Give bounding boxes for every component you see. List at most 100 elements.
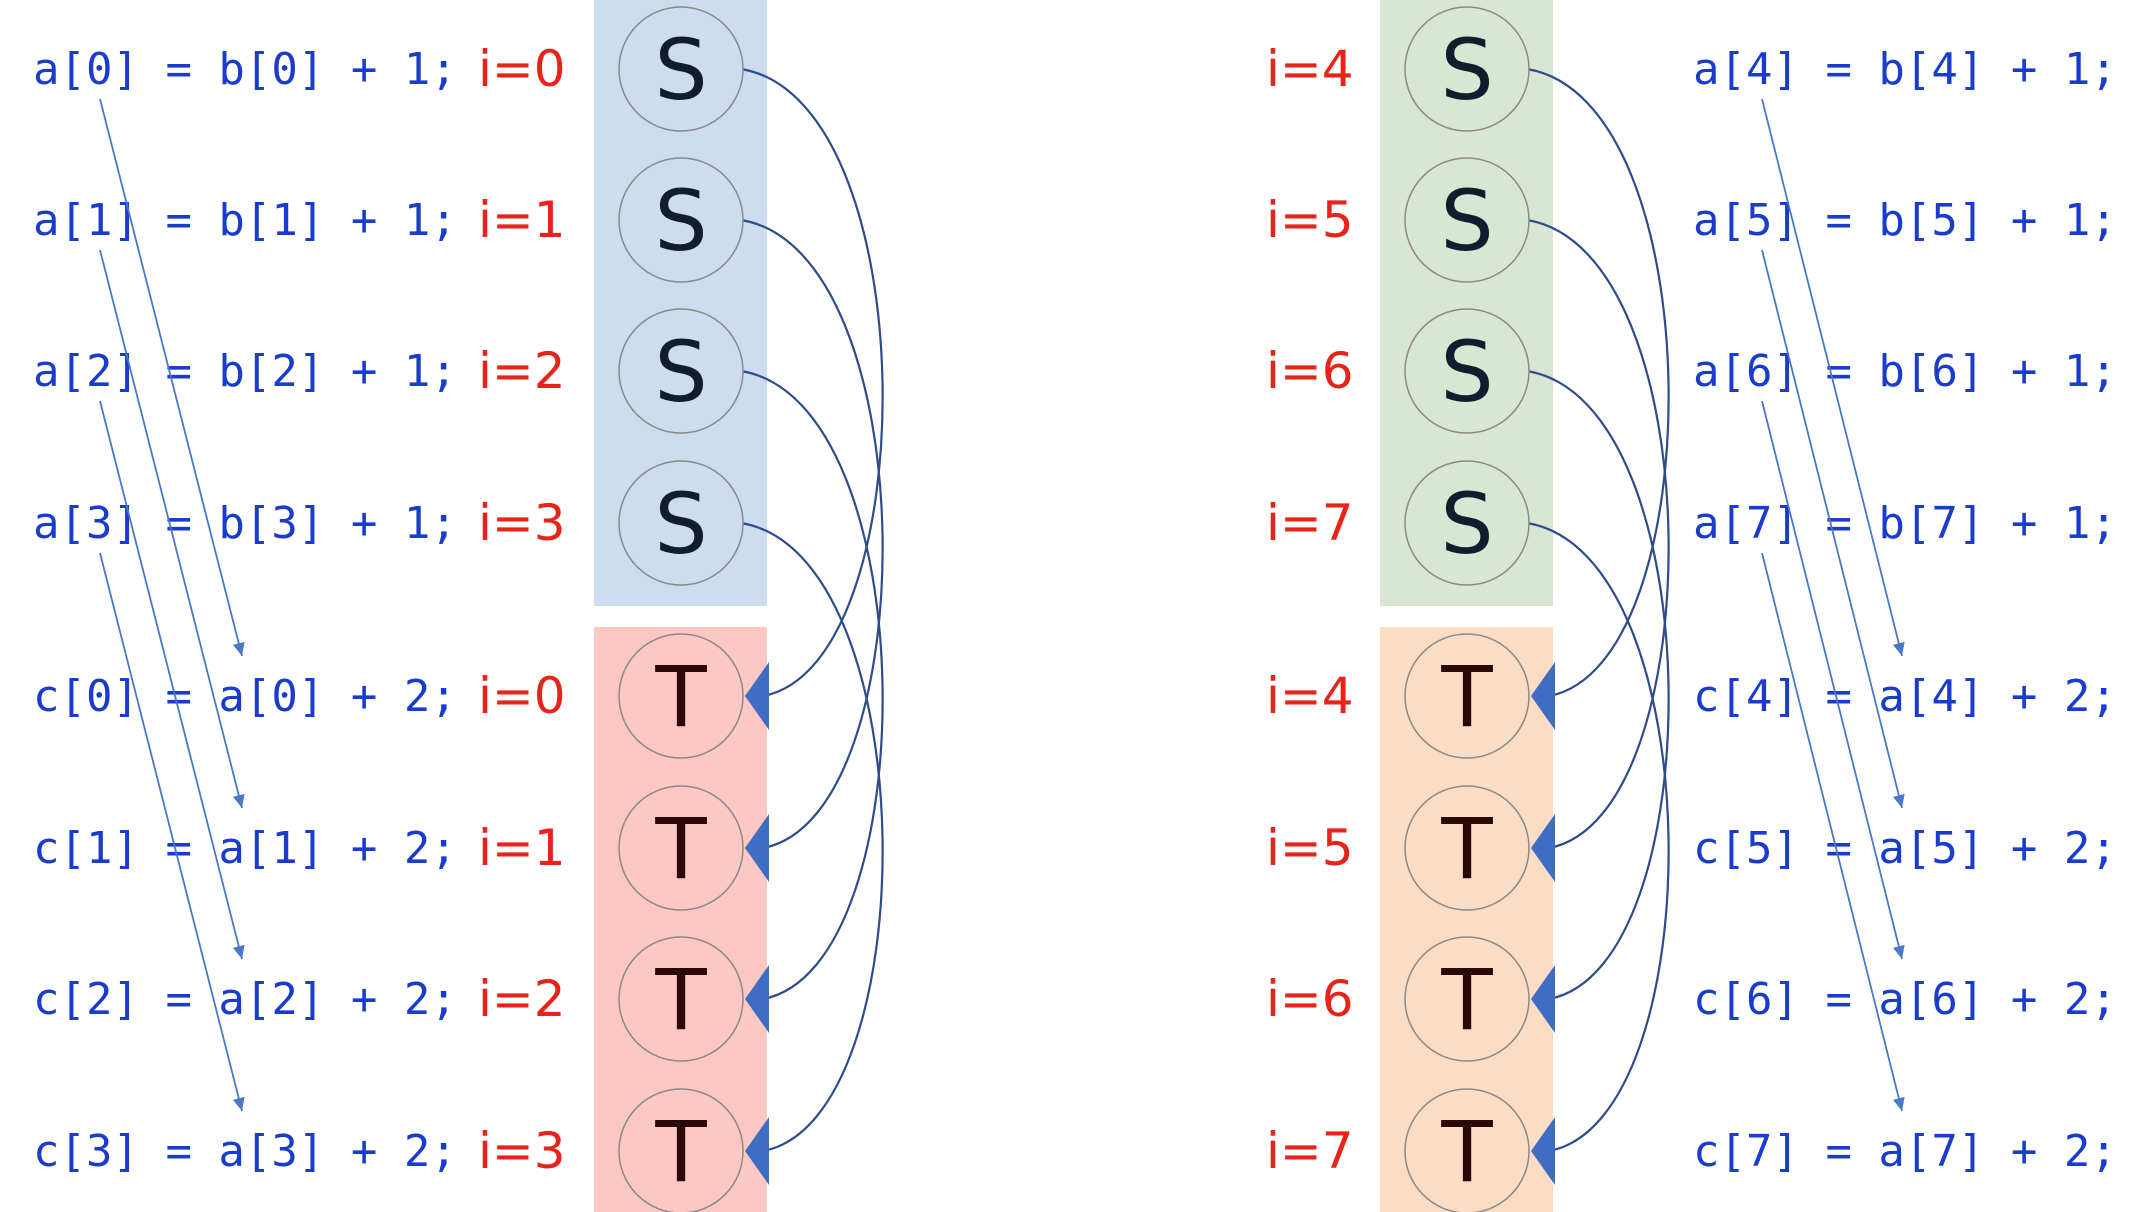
left-t-index-0: i=0 (478, 667, 566, 725)
right-arrowhead-t3 (1531, 1117, 1555, 1185)
left-s-code-3: a[3] = b[3] + 1; (33, 498, 457, 549)
right-code-dep-arrowhead-3 (1893, 1096, 1905, 1111)
right-t-code-1: c[5] = a[5] + 2; (1693, 823, 2117, 874)
right-code-dep-arrow-2 (1761, 400, 1903, 960)
left-edge-s3-t3 (740, 521, 884, 1153)
left-t-code-3: c[3] = a[3] + 2; (33, 1126, 457, 1177)
right-s-index-1: i=5 (1266, 191, 1354, 249)
left-t-node-0 (618, 633, 744, 759)
right-t-index-1: i=5 (1266, 819, 1354, 877)
left-t-code-0: c[0] = a[0] + 2; (33, 671, 457, 722)
left-arrowhead-t1 (745, 814, 769, 882)
left-s-node-0 (618, 6, 744, 132)
right-arrowhead-t1 (1531, 814, 1555, 882)
left-code-dep-arrowhead-1 (232, 793, 245, 808)
left-edge-s2-t2 (740, 369, 884, 1001)
left-s-node-label-2: S (654, 323, 707, 421)
right-t-index-3: i=7 (1266, 1122, 1354, 1180)
left-code-dep-arrow-3 (99, 552, 243, 1112)
left-t-index-1: i=1 (478, 819, 566, 877)
right-edge-s0-t0 (1526, 67, 1670, 698)
left-s-index-3: i=3 (478, 494, 566, 552)
right-code-dep-arrow-1 (1761, 249, 1903, 809)
left-t-code-2: c[2] = a[2] + 2; (33, 974, 457, 1025)
left-t-index-3: i=3 (478, 1122, 566, 1180)
left-arrowhead-t0 (745, 662, 769, 730)
left-edge-s1-t1 (740, 218, 884, 850)
band-layer (594, 0, 1553, 1212)
left-t-node-label-3: T (654, 1103, 707, 1201)
right-edge-s1-t1 (1526, 218, 1670, 850)
text-layer: i=0 a[0] = b[0] + 1; i=1 a[1] = b[1] + 1; i=… (33, 40, 2117, 1180)
right-s-code-2: a[6] = b[6] + 1; (1693, 346, 2117, 397)
right-t-node-label-3: T (1440, 1103, 1493, 1201)
left-s-code-1: a[1] = b[1] + 1; (33, 195, 457, 246)
right-code-dep-arrow-3 (1761, 552, 1903, 1112)
left-s-code-2: a[2] = b[2] + 1; (33, 346, 457, 397)
right-s-code-0: a[4] = b[4] + 1; (1693, 44, 2117, 95)
left-t-node-2 (618, 936, 744, 1062)
left-s-node-label-1: S (654, 172, 707, 270)
right-t-code-0: c[4] = a[4] + 2; (1693, 671, 2117, 722)
right-t-code-2: c[6] = a[6] + 2; (1693, 974, 2117, 1025)
left-s-code-0: a[0] = b[0] + 1; (33, 44, 457, 95)
left-s-index-1: i=1 (478, 191, 566, 249)
right-s-node-1 (1404, 157, 1530, 283)
left-code-dep-arrowhead-0 (232, 641, 245, 656)
edge-layer (740, 67, 1670, 1185)
right-s-node-3 (1404, 460, 1530, 586)
right-code-dep-arrow-0 (1761, 98, 1903, 657)
left-t-node-label-1: T (654, 800, 707, 898)
left-s-index-0: i=0 (478, 40, 566, 98)
right-s-index-0: i=4 (1266, 40, 1354, 98)
right-t-node-label-1: T (1440, 800, 1493, 898)
right-s-node-label-1: S (1440, 172, 1493, 270)
right-arrowhead-t0 (1531, 662, 1555, 730)
right-t-node-1 (1404, 785, 1530, 911)
right-s-code-1: a[5] = b[5] + 1; (1693, 195, 2117, 246)
left-s-node-1 (618, 157, 744, 283)
right-t-node-3 (1404, 1088, 1530, 1212)
dependency-arrow-layer (99, 98, 1905, 1112)
right-code-dep-arrowhead-0 (1893, 641, 1905, 656)
left-s-node-2 (618, 308, 744, 434)
left-code-dep-arrowhead-3 (232, 1096, 245, 1111)
right-t-node-0 (1404, 633, 1530, 759)
left-code-dep-arrow-2 (99, 400, 243, 960)
right-t-node-label-2: T (1440, 951, 1493, 1049)
left-t-node-1 (618, 785, 744, 911)
left-s-node-3 (618, 460, 744, 586)
left-edge-s0-t0 (740, 67, 884, 698)
right-s-node-2 (1404, 308, 1530, 434)
left-t-code-1: c[1] = a[1] + 2; (33, 823, 457, 874)
left-t-index-2: i=2 (478, 970, 566, 1028)
left-s-node-label-0: S (654, 21, 707, 119)
left-code-dep-arrow-1 (99, 249, 243, 809)
left-code-dep-arrowhead-2 (232, 944, 245, 959)
right-t-index-0: i=4 (1266, 667, 1354, 725)
left-arrowhead-t2 (745, 965, 769, 1033)
right-s-node-label-2: S (1440, 323, 1493, 421)
right-t-node-2 (1404, 936, 1530, 1062)
right-s-node-label-0: S (1440, 21, 1493, 119)
left-code-dep-arrow-0 (99, 98, 243, 657)
left-arrowhead-t3 (745, 1117, 769, 1185)
left-t-node-3 (618, 1088, 744, 1212)
right-t-node-label-0: T (1440, 648, 1493, 746)
left-t-node-label-2: T (654, 951, 707, 1049)
right-edge-s3-t3 (1526, 521, 1670, 1153)
right-edge-s2-t2 (1526, 369, 1670, 1001)
right-s-node-0 (1404, 6, 1530, 132)
left-t-node-label-0: T (654, 648, 707, 746)
right-code-dep-arrowhead-2 (1893, 944, 1905, 959)
right-code-dep-arrowhead-1 (1893, 793, 1905, 808)
left-s-index-2: i=2 (478, 342, 566, 400)
right-s-code-3: a[7] = b[7] + 1; (1693, 498, 2117, 549)
right-s-index-2: i=6 (1266, 342, 1354, 400)
left-s-node-label-3: S (654, 475, 707, 573)
right-s-index-3: i=7 (1266, 494, 1354, 552)
right-t-code-3: c[7] = a[7] + 2; (1693, 1126, 2117, 1177)
right-s-node-label-3: S (1440, 475, 1493, 573)
